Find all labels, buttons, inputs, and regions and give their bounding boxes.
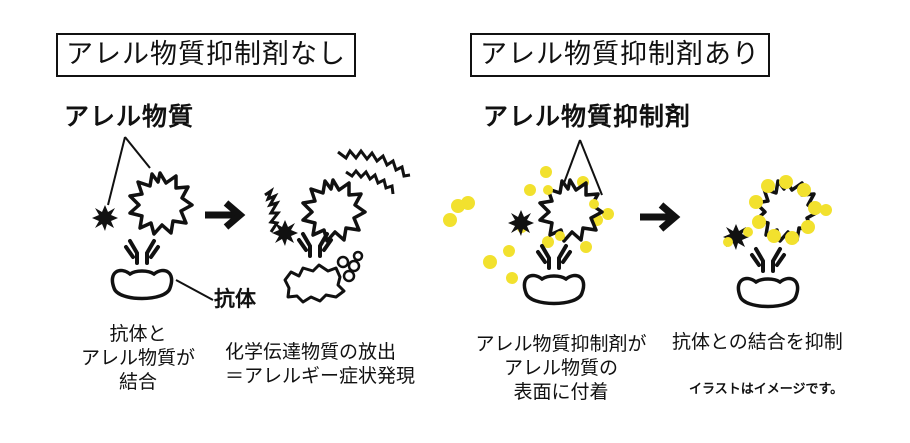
inhibitor-particles-attached <box>543 185 599 241</box>
released-granules <box>336 250 364 283</box>
antibody-cell-bursting <box>283 232 346 304</box>
antibody-pointer-line <box>175 279 214 301</box>
antibody-cell <box>110 239 174 301</box>
inhibitor-label: アレル物質抑制剤 <box>483 102 692 131</box>
caption-line: 化学伝達物質の放出 <box>225 341 397 363</box>
left-caption-release: 化学伝達物質の放出 ＝アレルギー症状発現 <box>225 340 415 388</box>
mediator-squiggle <box>264 187 282 233</box>
allergen-small-dark <box>723 224 753 250</box>
caption-line: 結合 <box>118 371 157 393</box>
left-panel-title: アレル物質抑制剤なし <box>56 33 356 77</box>
antibody-cell <box>522 244 586 306</box>
right-panel-title: アレル物質抑制剤あり <box>470 33 770 77</box>
right-caption-attach: アレル物質抑制剤が アレル物質の 表面に付着 <box>466 332 656 404</box>
allergen-small-dark <box>272 220 298 246</box>
label-pointer-line <box>563 139 581 184</box>
left-caption-binding: 抗体と アレル物質が 結合 <box>68 322 208 394</box>
caption-line: アレル物質抑制剤が <box>475 333 647 355</box>
label-pointer-line <box>579 139 603 196</box>
label-pointer-line <box>107 136 126 206</box>
caption-line: 表面に付着 <box>513 381 609 403</box>
mediator-squiggle <box>337 148 411 178</box>
allergen-large-spiky <box>301 178 367 243</box>
caption-line: アレル物質の <box>503 357 618 379</box>
caption-line: アレル物質が <box>80 347 195 369</box>
label-pointer-line <box>124 136 151 169</box>
caption-line: 抗体と <box>109 323 167 345</box>
allergen-small-dark <box>92 205 118 231</box>
arrow-right-icon <box>205 200 246 230</box>
inhibitor-particles <box>443 166 614 284</box>
allergen-small-dark <box>508 210 534 236</box>
antibody-label: 抗体 <box>214 287 256 311</box>
mediator-squiggle <box>345 168 395 195</box>
image-note: イラストはイメージです。 <box>689 382 844 397</box>
caption-line: ＝アレルギー症状発現 <box>225 365 416 387</box>
right-caption-inhibit: 抗体との結合を抑制 <box>672 331 843 353</box>
allergen-coated <box>749 175 832 245</box>
allergen-large-spiky <box>128 171 194 236</box>
antibody-cell <box>736 247 800 309</box>
allergen-label: アレル物質 <box>64 102 195 131</box>
arrow-right-icon <box>640 202 681 232</box>
